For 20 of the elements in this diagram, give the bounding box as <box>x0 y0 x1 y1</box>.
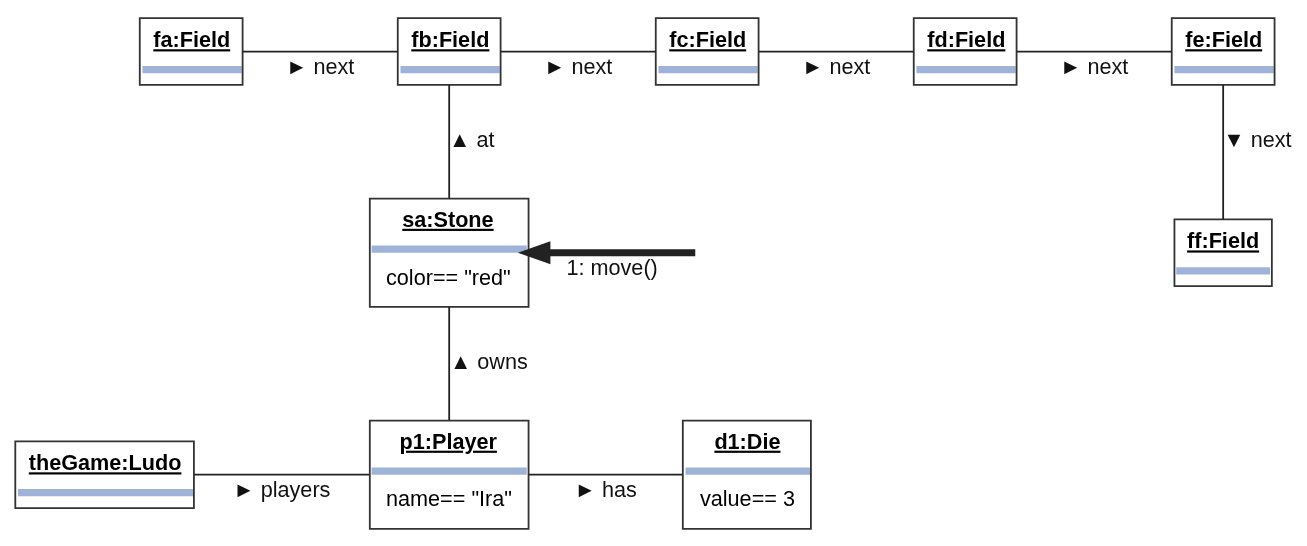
edge-label: ► next <box>802 53 871 79</box>
connector <box>499 50 657 52</box>
edge-label: ► next <box>544 53 613 79</box>
connector <box>193 473 371 476</box>
connector <box>528 473 684 476</box>
edge-label: ► players <box>233 476 331 502</box>
connector <box>448 83 451 199</box>
edge-label: ► next <box>1060 53 1129 79</box>
edge-label: 1: move() <box>566 254 658 280</box>
edge-label: ▲ owns <box>449 348 528 374</box>
connector <box>1015 50 1173 52</box>
connector <box>241 50 399 52</box>
connector <box>1222 83 1225 220</box>
connector <box>757 50 915 52</box>
connector <box>448 305 451 421</box>
edge-label: ▼ next <box>1223 126 1292 152</box>
edge-label: ▲ at <box>449 126 495 152</box>
arrow <box>517 240 696 264</box>
edge-label: ► has <box>574 476 637 502</box>
edge-label: ► next <box>286 53 355 79</box>
